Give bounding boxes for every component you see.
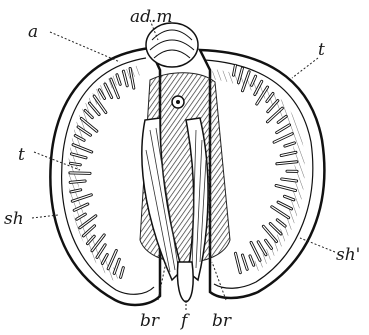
label-br-left: br bbox=[140, 311, 160, 331]
label-adm: ad.m bbox=[130, 7, 173, 27]
label-sh-right: sh' bbox=[336, 245, 360, 265]
foot bbox=[177, 262, 193, 302]
tentacle-highlight bbox=[70, 173, 90, 174]
label-sh-left: sh bbox=[4, 209, 24, 229]
label-br-right: br bbox=[212, 311, 232, 331]
label-a: a bbox=[28, 22, 38, 42]
label-t-left: t bbox=[18, 145, 25, 165]
label-f: f bbox=[179, 311, 190, 331]
label-t-right: t bbox=[318, 40, 325, 60]
